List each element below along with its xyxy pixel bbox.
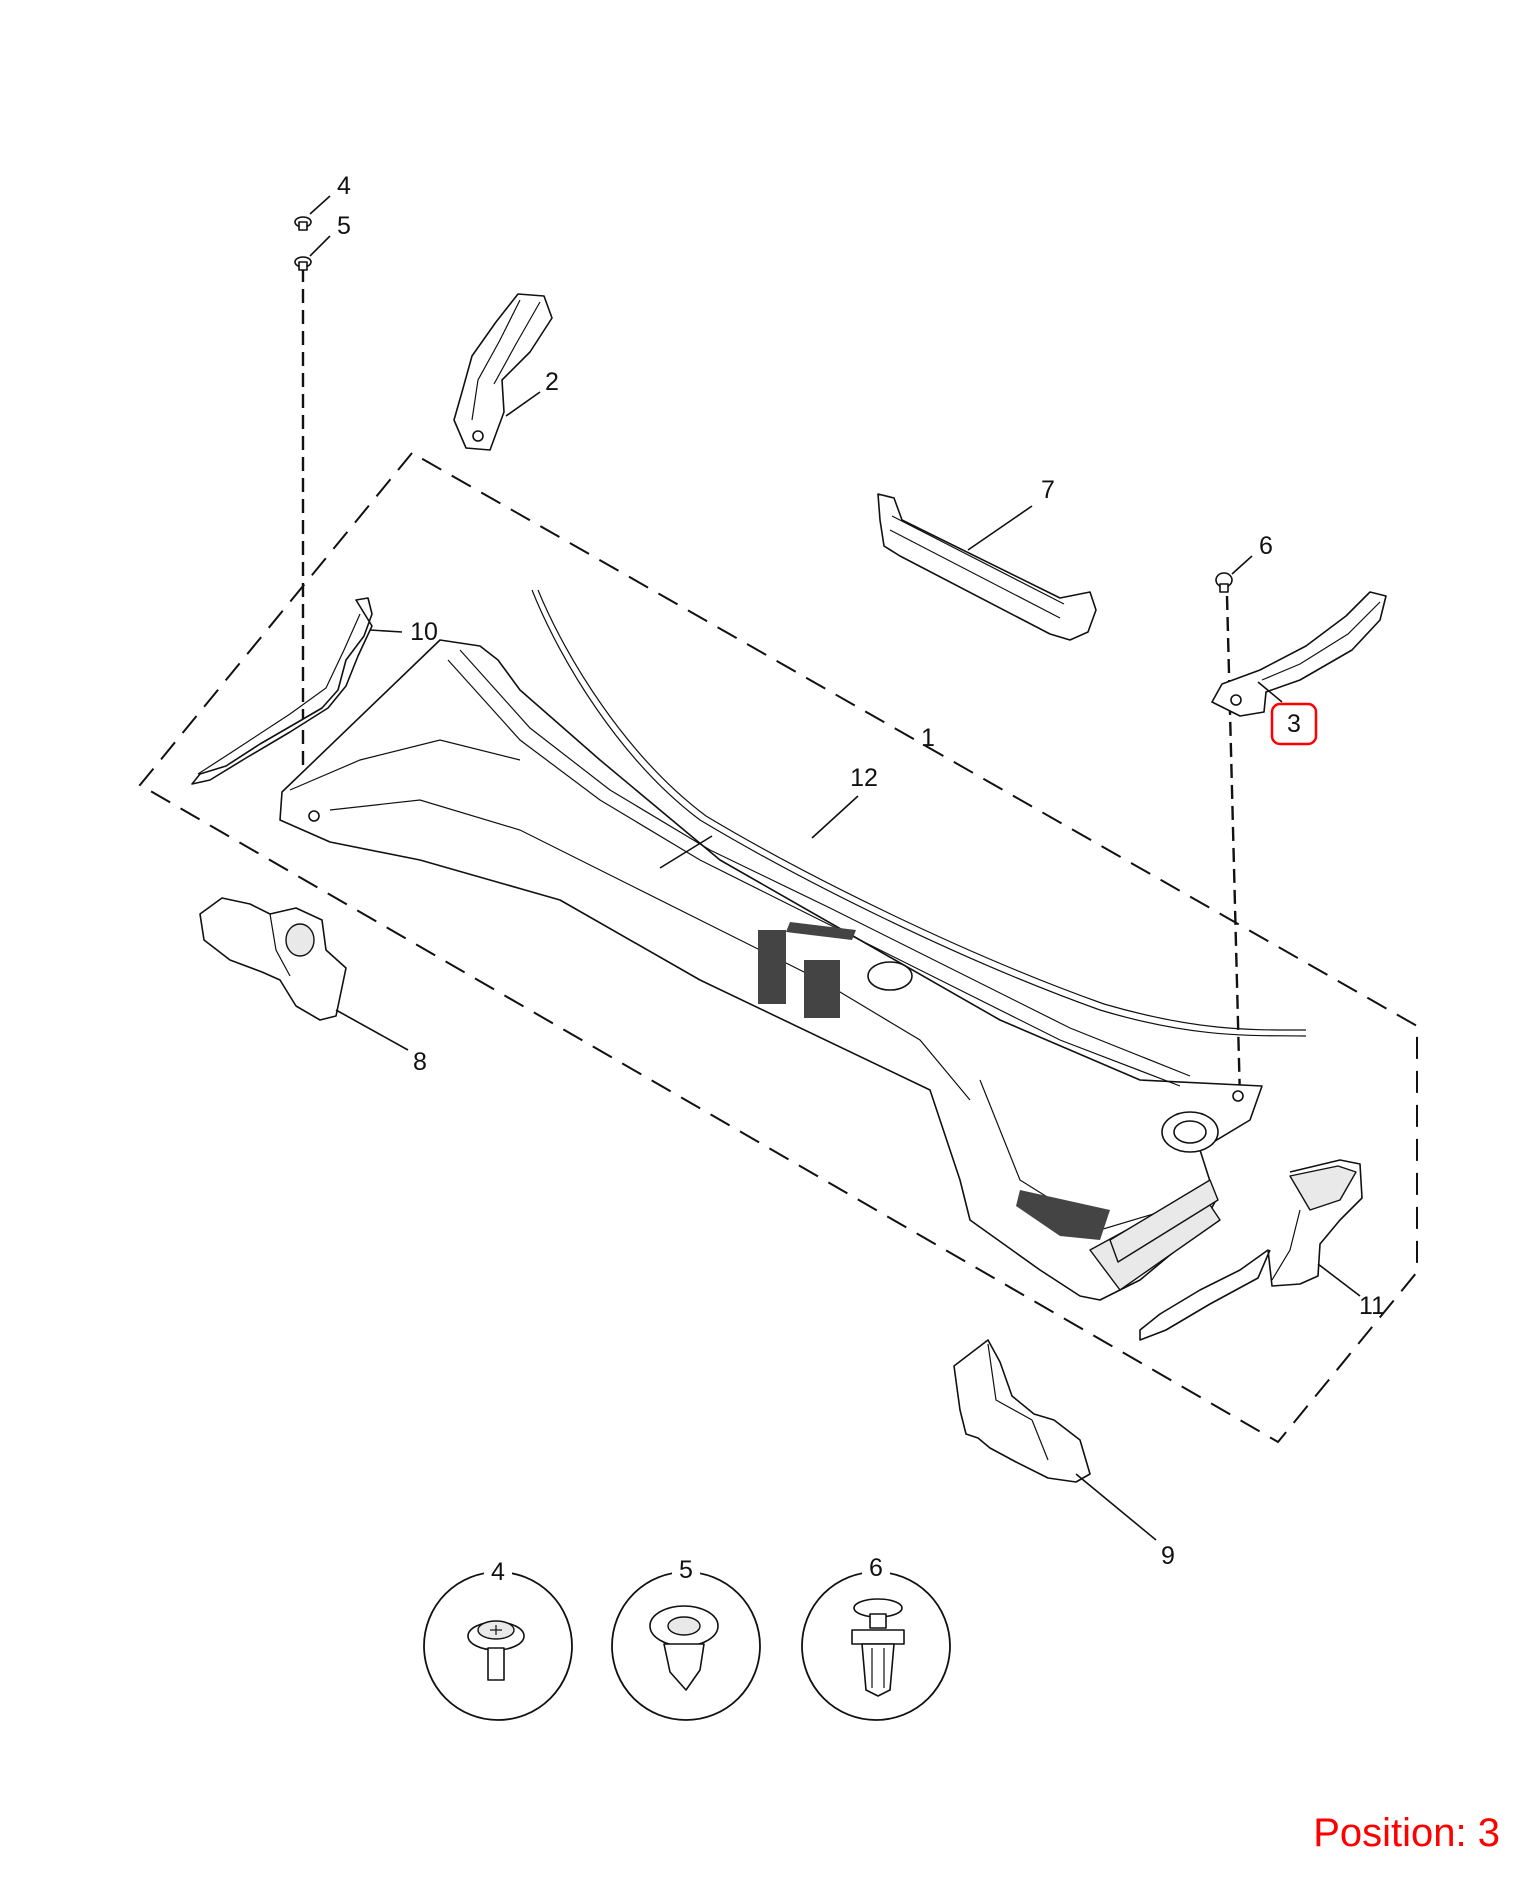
leader-3 bbox=[1257, 681, 1283, 703]
leader-11 bbox=[1317, 1263, 1361, 1297]
part-1-cowl-panel bbox=[279, 639, 1263, 1301]
part-7-trim-strip bbox=[877, 493, 1097, 641]
detail-label-6: 6 bbox=[869, 1554, 883, 1582]
part-12-seal-inner bbox=[537, 589, 1307, 1031]
detail-4: 4 bbox=[423, 1558, 573, 1721]
part-5-fastener bbox=[294, 256, 312, 271]
leader-10 bbox=[369, 629, 403, 633]
leader-6 bbox=[1231, 555, 1253, 575]
part-12-seal bbox=[531, 589, 1307, 1037]
callout-3: 3 bbox=[1287, 710, 1301, 738]
leader-1 bbox=[659, 835, 713, 869]
part-9-side-cover bbox=[953, 1339, 1091, 1483]
callout-6: 6 bbox=[1259, 532, 1273, 560]
assembly-boundary bbox=[138, 451, 1418, 1444]
callout-3-highlight bbox=[1270, 702, 1318, 746]
leader-2 bbox=[505, 391, 541, 417]
part-8-side-cover bbox=[199, 897, 347, 1021]
callout-1: 1 bbox=[921, 724, 935, 752]
leader-8 bbox=[335, 1009, 409, 1051]
callout-12: 12 bbox=[850, 764, 878, 792]
detail-6: 6 bbox=[801, 1554, 951, 1721]
part-6-fastener bbox=[1215, 572, 1233, 593]
callout-9: 9 bbox=[1161, 1542, 1175, 1570]
part-10-side-bracket bbox=[191, 597, 373, 785]
part-11-side-bracket bbox=[1139, 1159, 1363, 1341]
leader-5 bbox=[309, 235, 331, 257]
leader-9 bbox=[1075, 1473, 1157, 1541]
part-4-fastener bbox=[294, 216, 312, 231]
leader-7 bbox=[967, 505, 1033, 551]
leader-4 bbox=[309, 195, 331, 215]
part-2-bracket bbox=[453, 293, 553, 451]
callout-10: 10 bbox=[410, 618, 438, 646]
position-label: Position: 3 bbox=[1313, 1811, 1500, 1855]
detail-label-5: 5 bbox=[679, 1556, 693, 1584]
detail-5: 5 bbox=[611, 1556, 761, 1721]
callout-11: 11 bbox=[1359, 1292, 1385, 1320]
fastener-axis-right bbox=[1225, 595, 1242, 1101]
callout-5: 5 bbox=[337, 212, 351, 240]
part-3-bracket bbox=[1211, 591, 1387, 717]
callout-7: 7 bbox=[1041, 476, 1055, 504]
callout-2: 2 bbox=[545, 368, 559, 396]
detail-label-4: 4 bbox=[491, 1558, 505, 1586]
leader-12 bbox=[811, 795, 859, 839]
callout-8: 8 bbox=[413, 1048, 427, 1076]
callout-4: 4 bbox=[337, 172, 351, 200]
